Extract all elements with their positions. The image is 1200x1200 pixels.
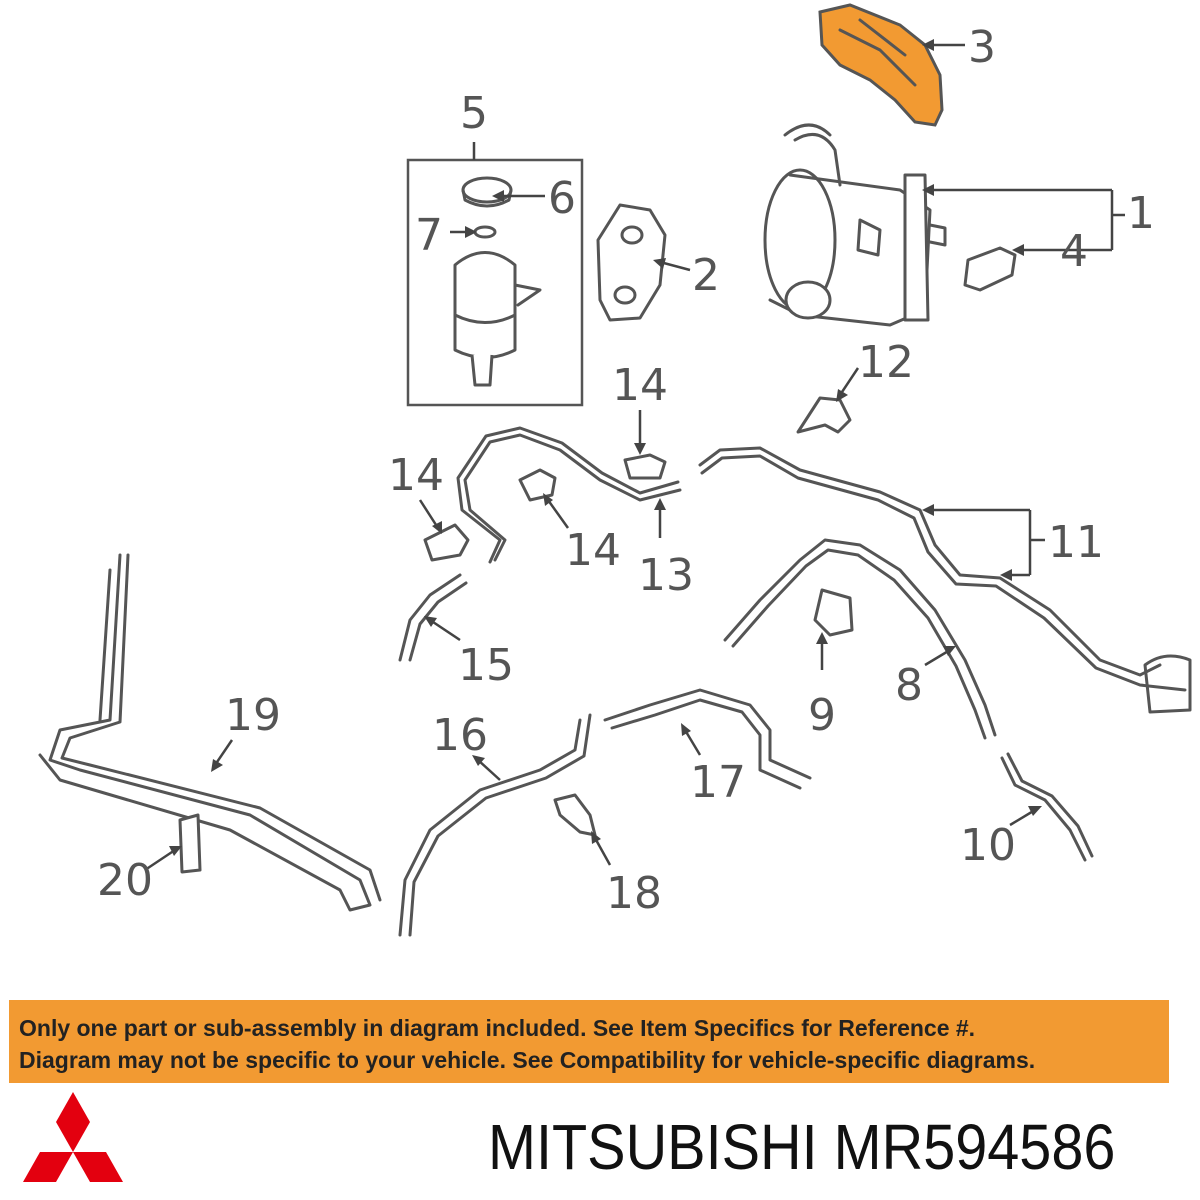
disclaimer-line-2: Diagram may not be specific to your vehi… (19, 1047, 1036, 1073)
part-8-hose (723, 538, 997, 740)
callout-5: 5 (460, 88, 488, 139)
callout-14a: 14 (612, 360, 668, 411)
callout-7: 7 (415, 210, 443, 261)
part-16-hose (398, 713, 592, 937)
callout-14b: 14 (388, 450, 444, 501)
callout-2: 2 (692, 250, 720, 301)
disclaimer-banner: Only one part or sub-assembly in diagram… (9, 1000, 1169, 1083)
part-4-sensor (963, 246, 1017, 292)
callout-8: 8 (895, 660, 923, 711)
part-2-bracket (596, 203, 667, 322)
part-9-bracket (813, 588, 854, 637)
callout-4: 4 (1060, 226, 1088, 277)
callout-17: 17 (690, 757, 746, 808)
callout-numbers: 3 1 4 5 6 7 2 12 14 14 14 13 11 9 8 10 1… (97, 22, 1155, 919)
callout-13: 13 (638, 550, 694, 601)
callout-14c: 14 (565, 525, 621, 576)
callout-15: 15 (458, 640, 514, 691)
brand-name: MITSUBISHI (488, 1111, 818, 1183)
callout-18: 18 (606, 868, 662, 919)
callout-19: 19 (225, 690, 281, 741)
part-18-clip (553, 793, 597, 837)
callout-10: 10 (960, 820, 1016, 871)
callout-3: 3 (968, 22, 996, 73)
leader-lines (144, 39, 1125, 872)
callout-12: 12 (858, 337, 914, 388)
callout-16: 16 (432, 710, 488, 761)
part-1-pump (763, 123, 947, 327)
part-19-cooler (38, 553, 382, 912)
callout-6: 6 (548, 173, 576, 224)
part-10-line (1000, 752, 1094, 862)
callout-11: 11 (1048, 517, 1104, 568)
brand-part-line: MITSUBISHI MR594586 (488, 1102, 1118, 1192)
part-13-line (456, 426, 682, 564)
parts-diagram: 3 1 4 5 6 7 2 12 14 14 14 13 11 9 8 10 1… (38, 3, 1192, 937)
part-14-clamps (423, 453, 667, 562)
part-3-bracket-highlighted (818, 3, 944, 127)
callout-1: 1 (1127, 188, 1155, 239)
callout-20: 20 (97, 855, 153, 906)
three-diamond-logo-icon (23, 1092, 123, 1182)
part-11-hose (698, 446, 1192, 714)
part-17-hose (603, 688, 812, 790)
part-15-hose (398, 573, 468, 662)
part-5-reservoir-assembly (406, 142, 584, 407)
part-number: MR594586 (833, 1111, 1116, 1183)
part-20-clip (178, 813, 202, 874)
disclaimer-line-1: Only one part or sub-assembly in diagram… (19, 1015, 976, 1041)
part-12-bracket (796, 396, 852, 434)
callout-9: 9 (808, 690, 836, 741)
